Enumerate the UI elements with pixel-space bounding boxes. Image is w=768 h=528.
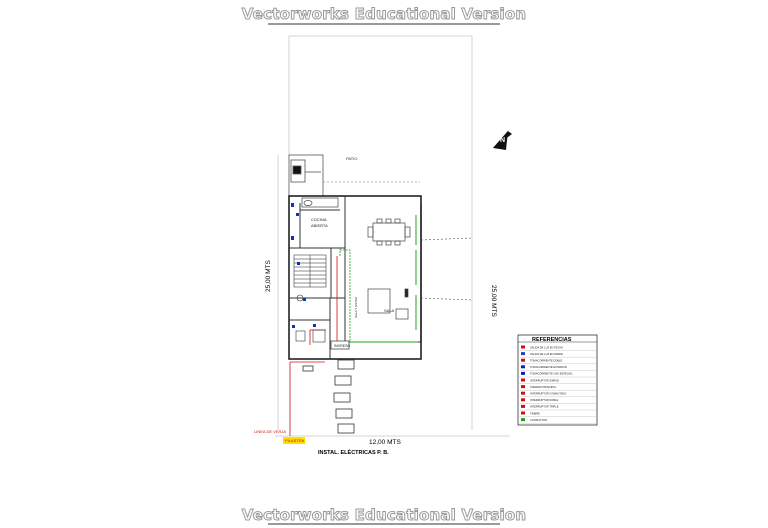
watermark-bottom: Vectorworks Educational Version	[241, 506, 527, 525]
legend-symbol-icon	[521, 391, 525, 395]
property-outline	[275, 35, 510, 437]
house-walls	[288, 195, 422, 360]
windows	[350, 215, 418, 343]
legend-symbol-icon	[521, 352, 525, 356]
legend-item-label: TABLERO PRINCIPAL	[530, 385, 557, 389]
patio-area	[288, 154, 420, 197]
legend-symbol-icon	[521, 365, 525, 369]
legend-symbol-icon	[521, 378, 525, 382]
width-dimension: 12,00 MTS	[369, 439, 401, 446]
legend-item: TOMACORRIENTE EXTERIOR	[518, 365, 597, 371]
legend-item-label: INTERRUPTOR CONMUTADO	[530, 392, 566, 396]
stepping-stones	[302, 359, 355, 434]
legend-item: INTERRUPTOR SIMPLE	[518, 378, 597, 384]
pilastra-label: PILASTRA	[285, 438, 305, 443]
stairs	[293, 254, 327, 288]
legend-symbol-icon	[521, 404, 525, 408]
legend-item: INTERRUPTOR DOBLE	[518, 398, 597, 404]
legend-symbol-icon	[521, 385, 525, 389]
legend-symbol-icon	[521, 358, 525, 362]
entrance-label: INGRESO	[334, 344, 350, 348]
kitchen-counter	[301, 197, 339, 208]
legend-item-label: INTERRUPTOR DOBLE	[530, 398, 558, 402]
legend-item-label: SALIDA DE LUZ EN TECHO	[530, 345, 563, 349]
sheet-title: INSTAL. ELÉCTRICAS P. B.	[318, 448, 389, 456]
left-depth-dimension: 25,00 MTS	[265, 260, 272, 292]
legend-symbol-icon	[521, 411, 525, 415]
legend-item: TABLERO PRINCIPAL	[518, 385, 597, 391]
interior-walls	[289, 196, 422, 359]
right-depth-dimension: 25,00 MTS	[490, 285, 497, 317]
kitchen-label: COCINA	[311, 217, 327, 222]
patio-label: PATIO	[346, 156, 357, 161]
legend-item-label: INTERRUPTOR SIMPLE	[530, 378, 559, 382]
legend-item-label: TOMACORRIENTE DOBLE	[530, 359, 563, 363]
garage-outline	[420, 237, 473, 301]
watermark-top: Vectorworks Educational Version	[241, 5, 527, 24]
legend-box: REFERENCIAS SALIDA DE LUZ EN TECHO SALIDA…	[517, 334, 598, 426]
dining-table	[367, 218, 411, 246]
legend-symbol-icon	[521, 398, 525, 402]
svg-text:N: N	[500, 137, 505, 144]
legend-item-label: TIMBRE	[530, 411, 540, 415]
legend-item: CONDUCTOR	[518, 418, 597, 424]
legend-item: TOMACORRIENTE USO ESPECIAL	[518, 371, 597, 378]
legend-symbol-icon	[521, 371, 525, 375]
legend-item: TOMACORRIENTE DOBLE	[518, 359, 597, 364]
legend-item: SALIDA DE LUZ EN TECHO	[518, 345, 597, 351]
legend-item: INTERRUPTOR CONMUTADO	[518, 392, 597, 397]
pilastra-tag	[283, 437, 305, 444]
conductor-green	[339, 248, 351, 342]
legend-item-label: SALIDA DE LUZ EN PARED	[530, 352, 563, 356]
legend-item: SALIDA DE LUZ EN PARED	[518, 352, 597, 358]
bathroom	[295, 294, 326, 343]
legend-item: INTERRUPTOR TRIPLE	[518, 404, 597, 411]
legend-item-label: CONDUCTOR	[530, 418, 547, 422]
kitchen-label-2: ABIERTA	[311, 223, 328, 228]
living-label: SALA	[384, 308, 395, 313]
fence-line-label: LINEA DE VERJA	[254, 429, 286, 434]
blue-symbols	[291, 203, 316, 328]
living-sofa	[367, 288, 409, 320]
ingreso-box	[330, 340, 350, 350]
legend-item: TIMBRE	[518, 411, 597, 417]
legend-item-label: INTERRUPTOR TRIPLE	[530, 405, 559, 409]
legend-symbol-icon	[521, 345, 525, 349]
legend-item-label: TOMACORRIENTE USO ESPECIAL	[530, 372, 573, 376]
legend-title: REFERENCIAS	[532, 337, 572, 343]
legend-symbol-icon	[521, 418, 525, 422]
north-arrow-icon: N	[493, 131, 512, 150]
legend-item-label: TOMACORRIENTE EXTERIOR	[530, 365, 567, 369]
dining-label: SALA Y ESTAR	[354, 296, 358, 318]
